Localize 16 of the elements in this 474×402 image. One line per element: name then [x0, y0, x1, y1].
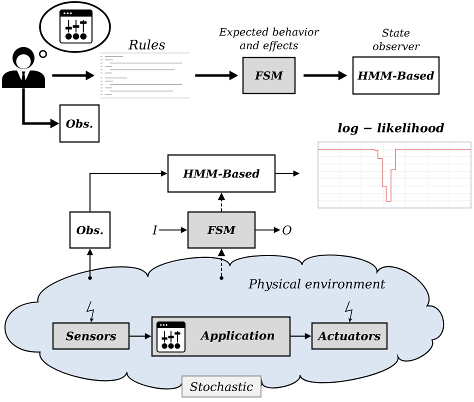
cloud-label: Physical environment — [248, 278, 386, 292]
person-icon — [2, 47, 45, 88]
process-box: Sensors — [52, 322, 130, 350]
process-box: Actuators — [311, 322, 388, 350]
box-caption: Expected behavior and effects — [219, 28, 320, 52]
process-box: FSM — [187, 211, 256, 249]
box-caption: State observer — [373, 28, 420, 50]
process-box: HMM-Based — [167, 154, 276, 193]
signal-label: I — [152, 226, 158, 234]
process-box: FSM — [242, 56, 296, 94]
chart-title: log − likelihood — [338, 123, 444, 135]
signal-label: O — [282, 225, 292, 235]
process-box: Obs. — [59, 104, 100, 143]
listing-title: Rules — [128, 39, 165, 50]
process-box: HMM-Based — [352, 56, 440, 95]
process-box: Obs. — [69, 211, 111, 249]
